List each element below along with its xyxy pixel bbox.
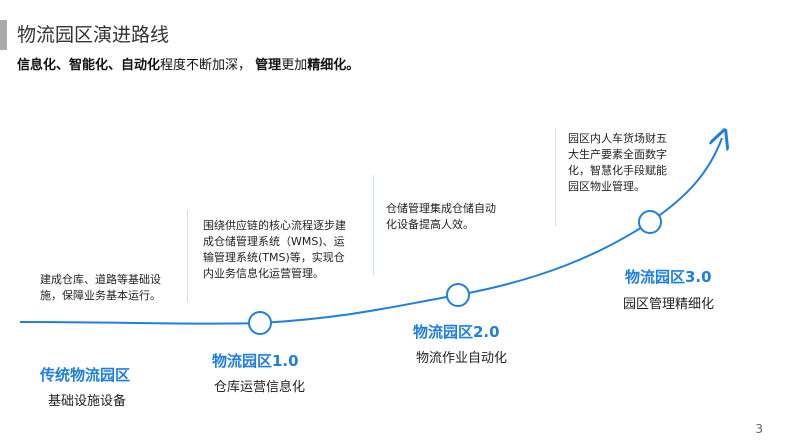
- subtitle-text-1: 程度不断加深，: [160, 58, 252, 73]
- stage-0-desc: 建成仓库、道路等基础设施，保障业务基本运行。: [40, 273, 161, 302]
- subtitle: 信息化、智能化、自动化程度不断加深， 管理更加精细化。: [17, 54, 359, 73]
- milestone-node: [446, 283, 470, 307]
- subtitle-text-2: 更加: [281, 58, 308, 73]
- subtitle-bold-1: 信息化、智能化、自动化: [17, 58, 161, 73]
- milestone-node: [248, 311, 272, 335]
- subtitle-bold-2: 管理: [255, 58, 282, 73]
- divider: [187, 210, 188, 302]
- stage-3-title: 物流园区3.0: [625, 268, 712, 286]
- stage-1-desc: 围绕供应链的核心流程逐步建成仓储管理系统（WMS)、运输管理系统(TMS)等，实…: [203, 219, 346, 280]
- title-accent-bar: [0, 20, 7, 50]
- stage-2-title: 物流园区2.0: [413, 323, 500, 341]
- divider: [555, 128, 556, 226]
- stage-1-subtitle: 仓库运营信息化: [214, 380, 306, 395]
- stage-1-title: 物流园区1.0: [212, 352, 299, 370]
- stage-3-subtitle: 园区管理精细化: [623, 297, 715, 312]
- subtitle-bold-3: 精细化。: [307, 58, 360, 73]
- page-number: 3: [755, 422, 763, 436]
- page-title: 物流园区演进路线: [17, 24, 170, 46]
- stage-2-subtitle: 物流作业自动化: [416, 351, 508, 366]
- stage-0-subtitle: 基础设施设备: [48, 394, 127, 409]
- stage-0-title: 传统物流园区: [40, 366, 131, 384]
- stage-2-desc: 仓储管理集成仓储自动化设备提高人效。: [386, 202, 496, 231]
- divider: [373, 175, 374, 275]
- milestone-node: [638, 210, 662, 234]
- stage-3-desc: 园区内人车货场财五大生产要素全面数字化，智慧化手段赋能园区物业管理。: [568, 132, 667, 193]
